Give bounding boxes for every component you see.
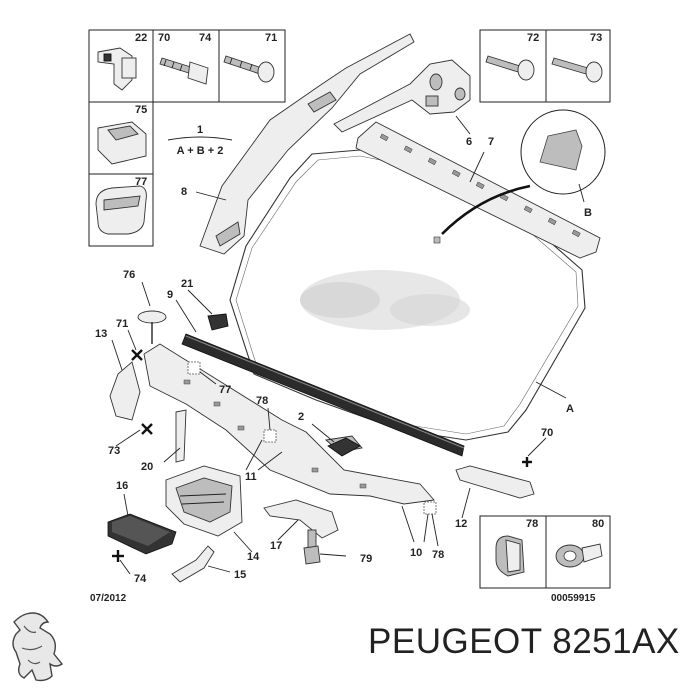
screw-73-icon [551, 57, 603, 83]
callout-76: 76 [123, 269, 135, 281]
callout-73: 73 [590, 32, 602, 44]
callout-72: 72 [527, 32, 539, 44]
cap-76 [137, 310, 167, 344]
screw-70-icon [159, 57, 209, 85]
callout-21: 21 [181, 278, 193, 290]
clip-78-icon [495, 535, 525, 577]
callout-78-table: 78 [526, 518, 538, 530]
callout-78-upper: 78 [256, 395, 268, 407]
callout-8: 8 [181, 186, 187, 198]
callout-2: 2 [298, 411, 304, 423]
screw-79 [303, 545, 321, 565]
formula-top: 1 [197, 124, 203, 136]
filter-16 [107, 513, 177, 555]
callout-14: 14 [247, 551, 260, 563]
screw-72-icon [485, 55, 535, 81]
detail-b [441, 109, 606, 235]
callout-b: B [584, 207, 592, 219]
assembly-formula: 1 A + B + 2 [167, 124, 233, 157]
callout-71: 71 [265, 32, 277, 44]
adhesive-pads [187, 361, 437, 515]
callout-74: 74 [199, 32, 212, 44]
fastener-table-left: 22 70 74 71 75 77 [88, 29, 286, 247]
seal-9 [181, 333, 465, 457]
callout-80: 80 [592, 518, 604, 530]
callout-16: 16 [116, 480, 128, 492]
clip-2 [327, 437, 361, 457]
callout-12: 12 [455, 518, 467, 530]
callout-11: 11 [245, 471, 257, 483]
clip-80-icon [555, 543, 603, 568]
fastener-table-bottom-right: 78 80 [479, 515, 611, 589]
callout-71-lower: 71 [116, 318, 128, 330]
leader-lines [111, 115, 585, 575]
callout-6: 6 [466, 136, 472, 148]
callout-9: 9 [167, 289, 173, 301]
fastener-marks [112, 349, 532, 562]
callout-labels: 6 7 8 B A 76 21 9 13 71 77 78 73 2 20 11… [95, 136, 592, 585]
pillar-trim-8 [199, 33, 415, 255]
callout-10: 10 [410, 547, 422, 559]
pipe-20 [175, 409, 187, 463]
callout-77: 77 [135, 176, 147, 188]
clip-22-icon [97, 47, 137, 91]
callout-22: 22 [135, 32, 147, 44]
callout-77-lower: 77 [219, 384, 231, 396]
callout-17: 17 [270, 540, 282, 552]
side-trim-13 [109, 361, 141, 421]
clip-75-icon [97, 121, 147, 165]
hose-15 [171, 545, 215, 583]
callout-74-lower: 74 [134, 573, 147, 585]
bracket-12 [455, 465, 535, 499]
part-title: PEUGEOT 8251AX [368, 622, 680, 661]
callout-70-lower: 70 [541, 427, 553, 439]
callout-a: A [566, 403, 574, 415]
windshield-glass [229, 149, 586, 441]
callout-78-lower: 78 [432, 549, 444, 561]
callout-15: 15 [234, 569, 246, 581]
callout-79: 79 [360, 553, 372, 565]
callout-20: 20 [141, 461, 153, 473]
peugeot-lion-logo [12, 612, 64, 682]
callout-75: 75 [135, 104, 147, 116]
callout-7: 7 [488, 136, 494, 148]
callout-70: 70 [158, 32, 170, 44]
clip-77-icon [95, 185, 147, 235]
diagram-date: 07/2012 [90, 593, 127, 604]
fastener-table-right: 72 73 [479, 29, 611, 103]
callout-73-lower: 73 [108, 445, 120, 457]
upper-strip-7 [355, 121, 601, 259]
screw-71-icon [223, 55, 275, 83]
duct-14 [165, 465, 243, 537]
formula-bottom: A + B + 2 [177, 145, 224, 157]
diagram-code: 00059915 [551, 593, 596, 604]
bracket-6 [333, 59, 471, 133]
pad-21 [207, 313, 229, 331]
callout-13: 13 [95, 328, 107, 340]
